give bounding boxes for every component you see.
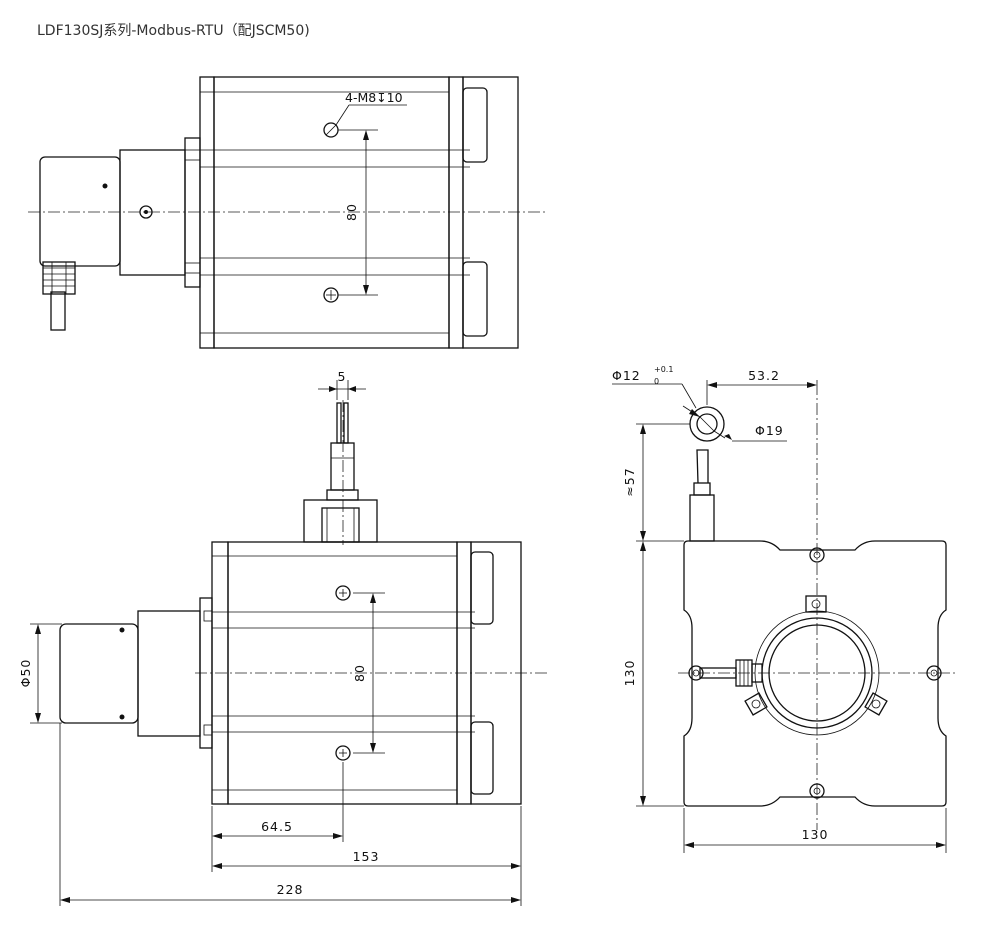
- side-dim-53: 53.2: [748, 368, 780, 383]
- eyelet-dia-label: Φ12: [612, 368, 641, 383]
- hole-note: 4-M8↧10: [345, 90, 403, 105]
- eyelet-tol-upper: +0.1: [654, 365, 673, 374]
- front-dim-5: 5: [338, 369, 347, 384]
- front-dim-64: 64.5: [261, 819, 293, 834]
- eyelet-outer-dia: Φ19: [755, 423, 784, 438]
- side-dim-57: ≈57: [622, 467, 637, 496]
- top-dim-80: 80: [344, 203, 359, 221]
- front-dim-228: 228: [277, 882, 304, 897]
- side-dim-height: 130: [622, 660, 637, 687]
- eyelet-tol-lower: 0: [654, 377, 659, 386]
- side-view: Φ12 +0.1 0 Φ19 53.2 ≈57 130 130: [612, 365, 955, 853]
- front-dim-153: 153: [353, 849, 380, 864]
- connector-nut: [42, 261, 76, 295]
- front-dim-phi50: Φ50: [18, 659, 33, 688]
- drawing-title: LDF130SJ系列-Modbus-RTU（配JSCM50): [37, 23, 310, 39]
- side-dim-width: 130: [802, 827, 829, 842]
- front-view: 5 Φ50: [18, 369, 548, 906]
- top-view: 80 4-M8↧10: [28, 76, 548, 349]
- front-dim-80: 80: [352, 664, 367, 682]
